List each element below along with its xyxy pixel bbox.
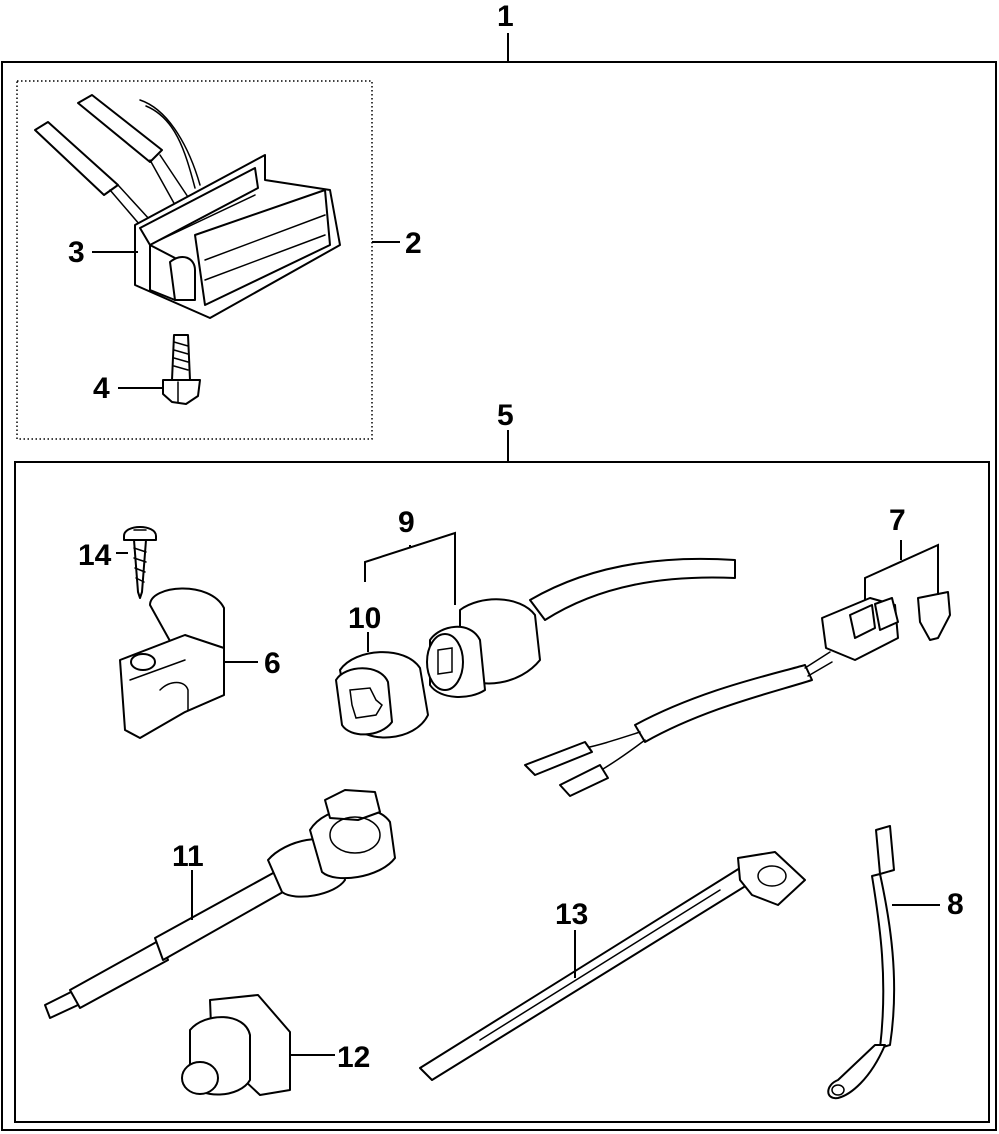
callout-10[interactable]: 10 [348,602,381,635]
callout-8[interactable]: 8 [947,888,964,921]
callout-1[interactable]: 1 [497,0,514,33]
callout-4[interactable]: 4 [93,372,110,405]
coupler-drawing [335,557,736,739]
ground-lead-drawing [827,825,896,1100]
leader-7 [864,543,939,600]
clamp-drawing [119,587,225,739]
bolt-drawing [162,334,201,405]
callout-12[interactable]: 12 [337,1041,370,1074]
callout-2[interactable]: 2 [405,227,422,260]
callout-14[interactable]: 14 [78,539,112,572]
leader-9 [364,531,456,605]
callout-5[interactable]: 5 [497,399,514,432]
callout-13[interactable]: 13 [555,898,588,931]
subassembly-5-frame [14,461,990,1123]
fuse-harness-drawing [524,591,951,797]
grommet-drawing [181,994,291,1096]
callout-6[interactable]: 6 [264,647,281,680]
cable-tie-drawing [419,851,806,1081]
callout-11[interactable]: 11 [172,840,204,873]
cord-plug-drawing [44,789,396,1019]
rectifier-regulator-drawing [34,94,341,319]
callout-3[interactable]: 3 [68,236,85,269]
callout-7[interactable]: 7 [889,504,906,537]
subassembly-2-frame [16,80,373,440]
screw-drawing [123,526,157,599]
assembly-1-frame [1,61,997,1131]
callout-9[interactable]: 9 [398,506,415,539]
